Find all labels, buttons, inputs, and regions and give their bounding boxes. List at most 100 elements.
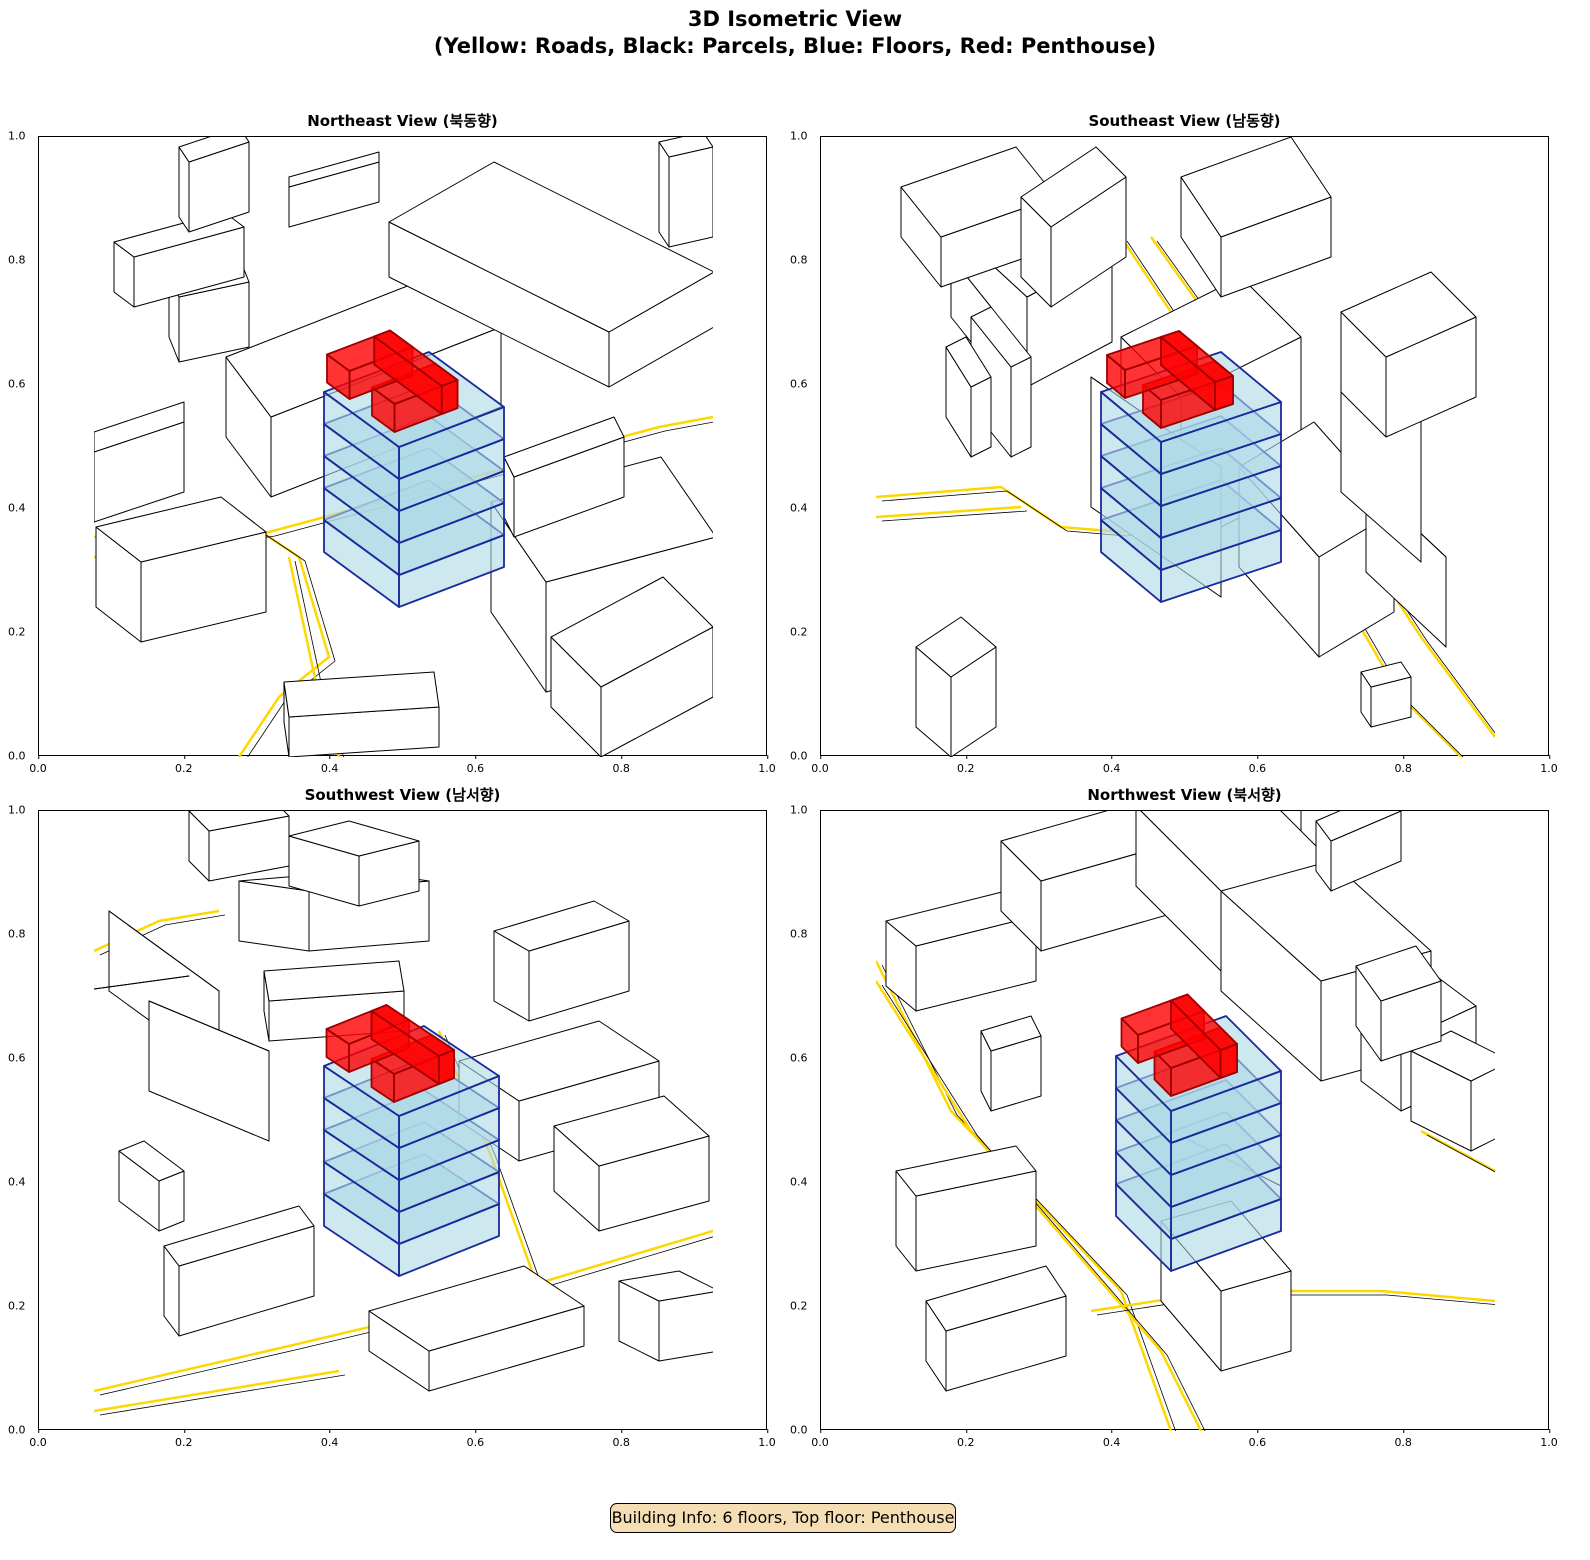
parcel-line — [881, 510, 1028, 522]
parcel-line — [1426, 1134, 1495, 1173]
parcel-building — [368, 1265, 585, 1392]
building-info-box: Building Info: 6 floors, Top floor: Pent… — [610, 1503, 956, 1533]
x-tick-label: 0.2 — [175, 1429, 193, 1449]
y-tick-label: 0.4 — [790, 501, 808, 515]
y-tick-label: 0.0 — [8, 1423, 26, 1437]
parcel-building — [94, 401, 185, 523]
y-tick-label: 0.6 — [790, 377, 808, 391]
x-tick-label: 1.0 — [1540, 1429, 1558, 1449]
plot-area — [38, 810, 767, 1430]
road-line — [876, 980, 1203, 1431]
y-tick-label: 1.0 — [790, 129, 808, 143]
southwest-view-panel: Southwest View (남서향) 0.0 0.2 0.4 0.6 0.8 1.0 0… — [8, 786, 776, 1449]
parcel-building — [885, 890, 1037, 1012]
x-tick-label: 0.2 — [957, 1429, 975, 1449]
y-tick-label: 0.0 — [790, 1423, 808, 1437]
plot-area — [820, 810, 1549, 1431]
x-tick-label: 0.4 — [1102, 755, 1121, 775]
x-tick-label: 0.4 — [320, 755, 339, 775]
parcel-building — [1315, 811, 1402, 892]
parcel-building — [1355, 945, 1442, 1062]
panel-title: Northeast View (북동향) — [307, 112, 498, 130]
x-tick-label: 0.4 — [1102, 1429, 1121, 1449]
x-tick-label: 0.4 — [320, 1429, 339, 1449]
parcel-building — [915, 616, 997, 757]
panel-title: Southeast View (남동향) — [1088, 112, 1281, 130]
parcel-building — [283, 671, 440, 757]
y-tick-label: 0.2 — [790, 625, 808, 639]
parcel-building — [1340, 271, 1477, 438]
y-tick-label: 0.8 — [8, 253, 26, 267]
figure-title-line2: (Yellow: Roads, Black: Parcels, Blue: Fl… — [433, 34, 1157, 58]
x-tick-label: 0.6 — [1248, 1429, 1267, 1449]
x-tick-label: 0.6 — [466, 1429, 485, 1449]
y-tick-label: 0.0 — [790, 749, 808, 763]
parcel-line — [881, 964, 1176, 1431]
x-tick-label: 0.0 — [811, 755, 829, 775]
road-line — [94, 1369, 340, 1413]
penthouse-wing — [373, 329, 459, 415]
y-tick-label: 0.6 — [8, 1051, 26, 1065]
x-tick-label: 1.0 — [758, 1429, 776, 1449]
parcel-building — [1180, 137, 1332, 298]
road-line — [1090, 1289, 1495, 1313]
parcel-line — [1096, 1294, 1495, 1316]
parcel-building — [980, 1015, 1042, 1112]
parcel-building — [163, 1205, 315, 1337]
y-tick-label: 1.0 — [8, 129, 26, 143]
parcel-building — [94, 975, 190, 990]
y-tick-label: 0.4 — [8, 1175, 26, 1189]
panel-title: Northwest View (북서향) — [1087, 786, 1282, 804]
parcel-building — [148, 1000, 270, 1142]
parcel-building — [288, 151, 380, 228]
x-tick-label: 1.0 — [1540, 755, 1558, 775]
y-tick-label: 0.8 — [790, 927, 808, 941]
y-tick-label: 1.0 — [8, 803, 26, 817]
y-tick-label: 0.2 — [8, 625, 26, 639]
parcel-building — [95, 496, 267, 643]
parcel-building — [178, 137, 250, 233]
y-tick-label: 0.2 — [8, 1299, 26, 1313]
x-tick-label: 0.2 — [957, 755, 975, 775]
isometric-drawing — [94, 137, 713, 757]
parcel-building — [188, 811, 290, 882]
x-tick-label: 0.6 — [1248, 755, 1267, 775]
parcel-building — [118, 1140, 185, 1232]
isometric-drawing — [876, 137, 1495, 757]
penthouse-wing — [1170, 993, 1238, 1079]
x-tick-label: 0.2 — [175, 755, 193, 775]
x-tick-label: 0.0 — [29, 1429, 47, 1449]
x-tick-label: 0.8 — [1394, 1429, 1412, 1449]
parcel-building — [550, 576, 713, 757]
penthouse-wing — [370, 1004, 455, 1085]
parcel-building — [503, 416, 625, 538]
parcel-building — [945, 336, 992, 458]
road-line — [876, 505, 1022, 519]
parcel-building — [1020, 146, 1127, 308]
southeast-view-panel: Southeast View (남동향) 0.0 0.2 0.4 0.6 0.8 1.0 0… — [790, 112, 1558, 775]
y-tick-label: 0.0 — [8, 749, 26, 763]
parcel-building — [553, 1095, 710, 1232]
y-tick-label: 0.2 — [790, 1299, 808, 1313]
x-tick-label: 0.0 — [811, 1429, 829, 1449]
isometric-drawing — [876, 811, 1495, 1431]
y-tick-label: 0.8 — [790, 253, 808, 267]
x-tick-label: 0.8 — [1394, 755, 1412, 775]
parcel-building — [388, 161, 713, 388]
y-tick-label: 0.4 — [8, 501, 26, 515]
parcel-building — [895, 1145, 1037, 1272]
parcel-building — [1360, 661, 1412, 728]
parcel-building — [925, 1265, 1067, 1392]
y-tick-label: 0.8 — [8, 927, 26, 941]
parcel-building — [618, 1270, 713, 1362]
isometric-drawing — [94, 811, 713, 1416]
parcel-building — [658, 137, 713, 248]
road-line — [1420, 1129, 1495, 1173]
parcel-building — [493, 900, 630, 1022]
y-tick-label: 0.6 — [790, 1051, 808, 1065]
panel-title: Southwest View (남서향) — [304, 786, 501, 804]
penthouse-wing — [1160, 330, 1234, 411]
x-tick-label: 1.0 — [758, 755, 776, 775]
parcel-line — [881, 984, 1206, 1431]
